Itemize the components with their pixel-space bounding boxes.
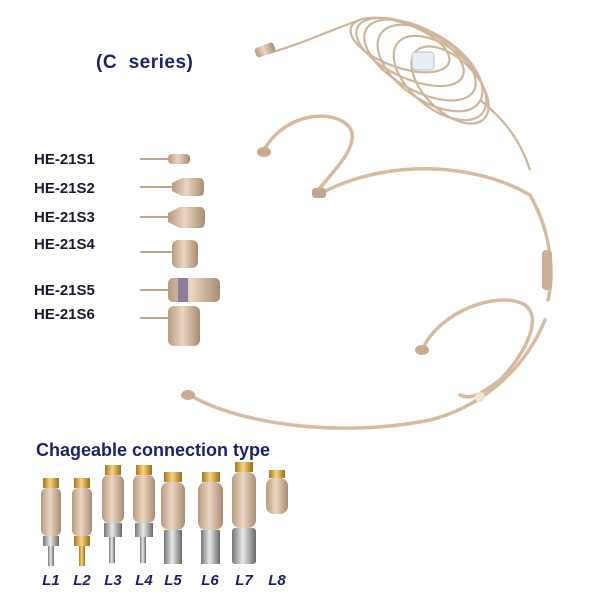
connector-label-l3: L3	[104, 572, 122, 589]
model-label-he21s5: HE-21S5	[34, 282, 95, 299]
connector-l8	[266, 470, 288, 514]
headset-mic-1	[262, 114, 553, 302]
connector-l7	[232, 462, 256, 564]
model-label-he21s6: HE-21S6	[34, 306, 95, 323]
connector-label-l8: L8	[268, 572, 286, 589]
mic-capsule	[415, 345, 429, 355]
mic-capsule	[181, 390, 195, 400]
connection-title: Chageable connection type	[36, 440, 271, 460]
capsule-he21s2	[140, 178, 204, 196]
capsule-he21s6	[140, 306, 200, 346]
connector-l6	[198, 472, 223, 564]
model-label-he21s4: HE-21S4	[34, 236, 95, 253]
mini-connector	[254, 42, 276, 58]
connector-label-l2: L2	[73, 572, 91, 589]
series-title: (C series)	[96, 52, 194, 73]
connector-label-l7: L7	[235, 572, 253, 589]
model-label-he21s2: HE-21S2	[34, 180, 95, 197]
model-label-he21s1: HE-21S1	[34, 151, 95, 168]
connector-l3	[102, 465, 124, 563]
coiled-cable	[261, 16, 532, 171]
connector-label-l6: L6	[201, 572, 219, 589]
model-label-he21s3: HE-21S3	[34, 209, 95, 226]
connector-l1	[41, 478, 61, 566]
capsule-he21s3	[140, 207, 205, 228]
headset-mic-2	[188, 298, 547, 430]
connector-l4	[133, 465, 155, 563]
mic-capsule	[257, 147, 271, 157]
connector-l2	[72, 478, 92, 566]
cable-tie	[411, 51, 435, 71]
connector-label-l4: L4	[135, 572, 153, 589]
connector-label-l1: L1	[42, 572, 60, 589]
capsule-he21s1	[140, 154, 190, 164]
capsule-he21s4	[140, 240, 198, 268]
connector-label-l5: L5	[164, 572, 182, 589]
capsule-he21s5	[140, 278, 220, 302]
connector-l5	[161, 472, 185, 564]
